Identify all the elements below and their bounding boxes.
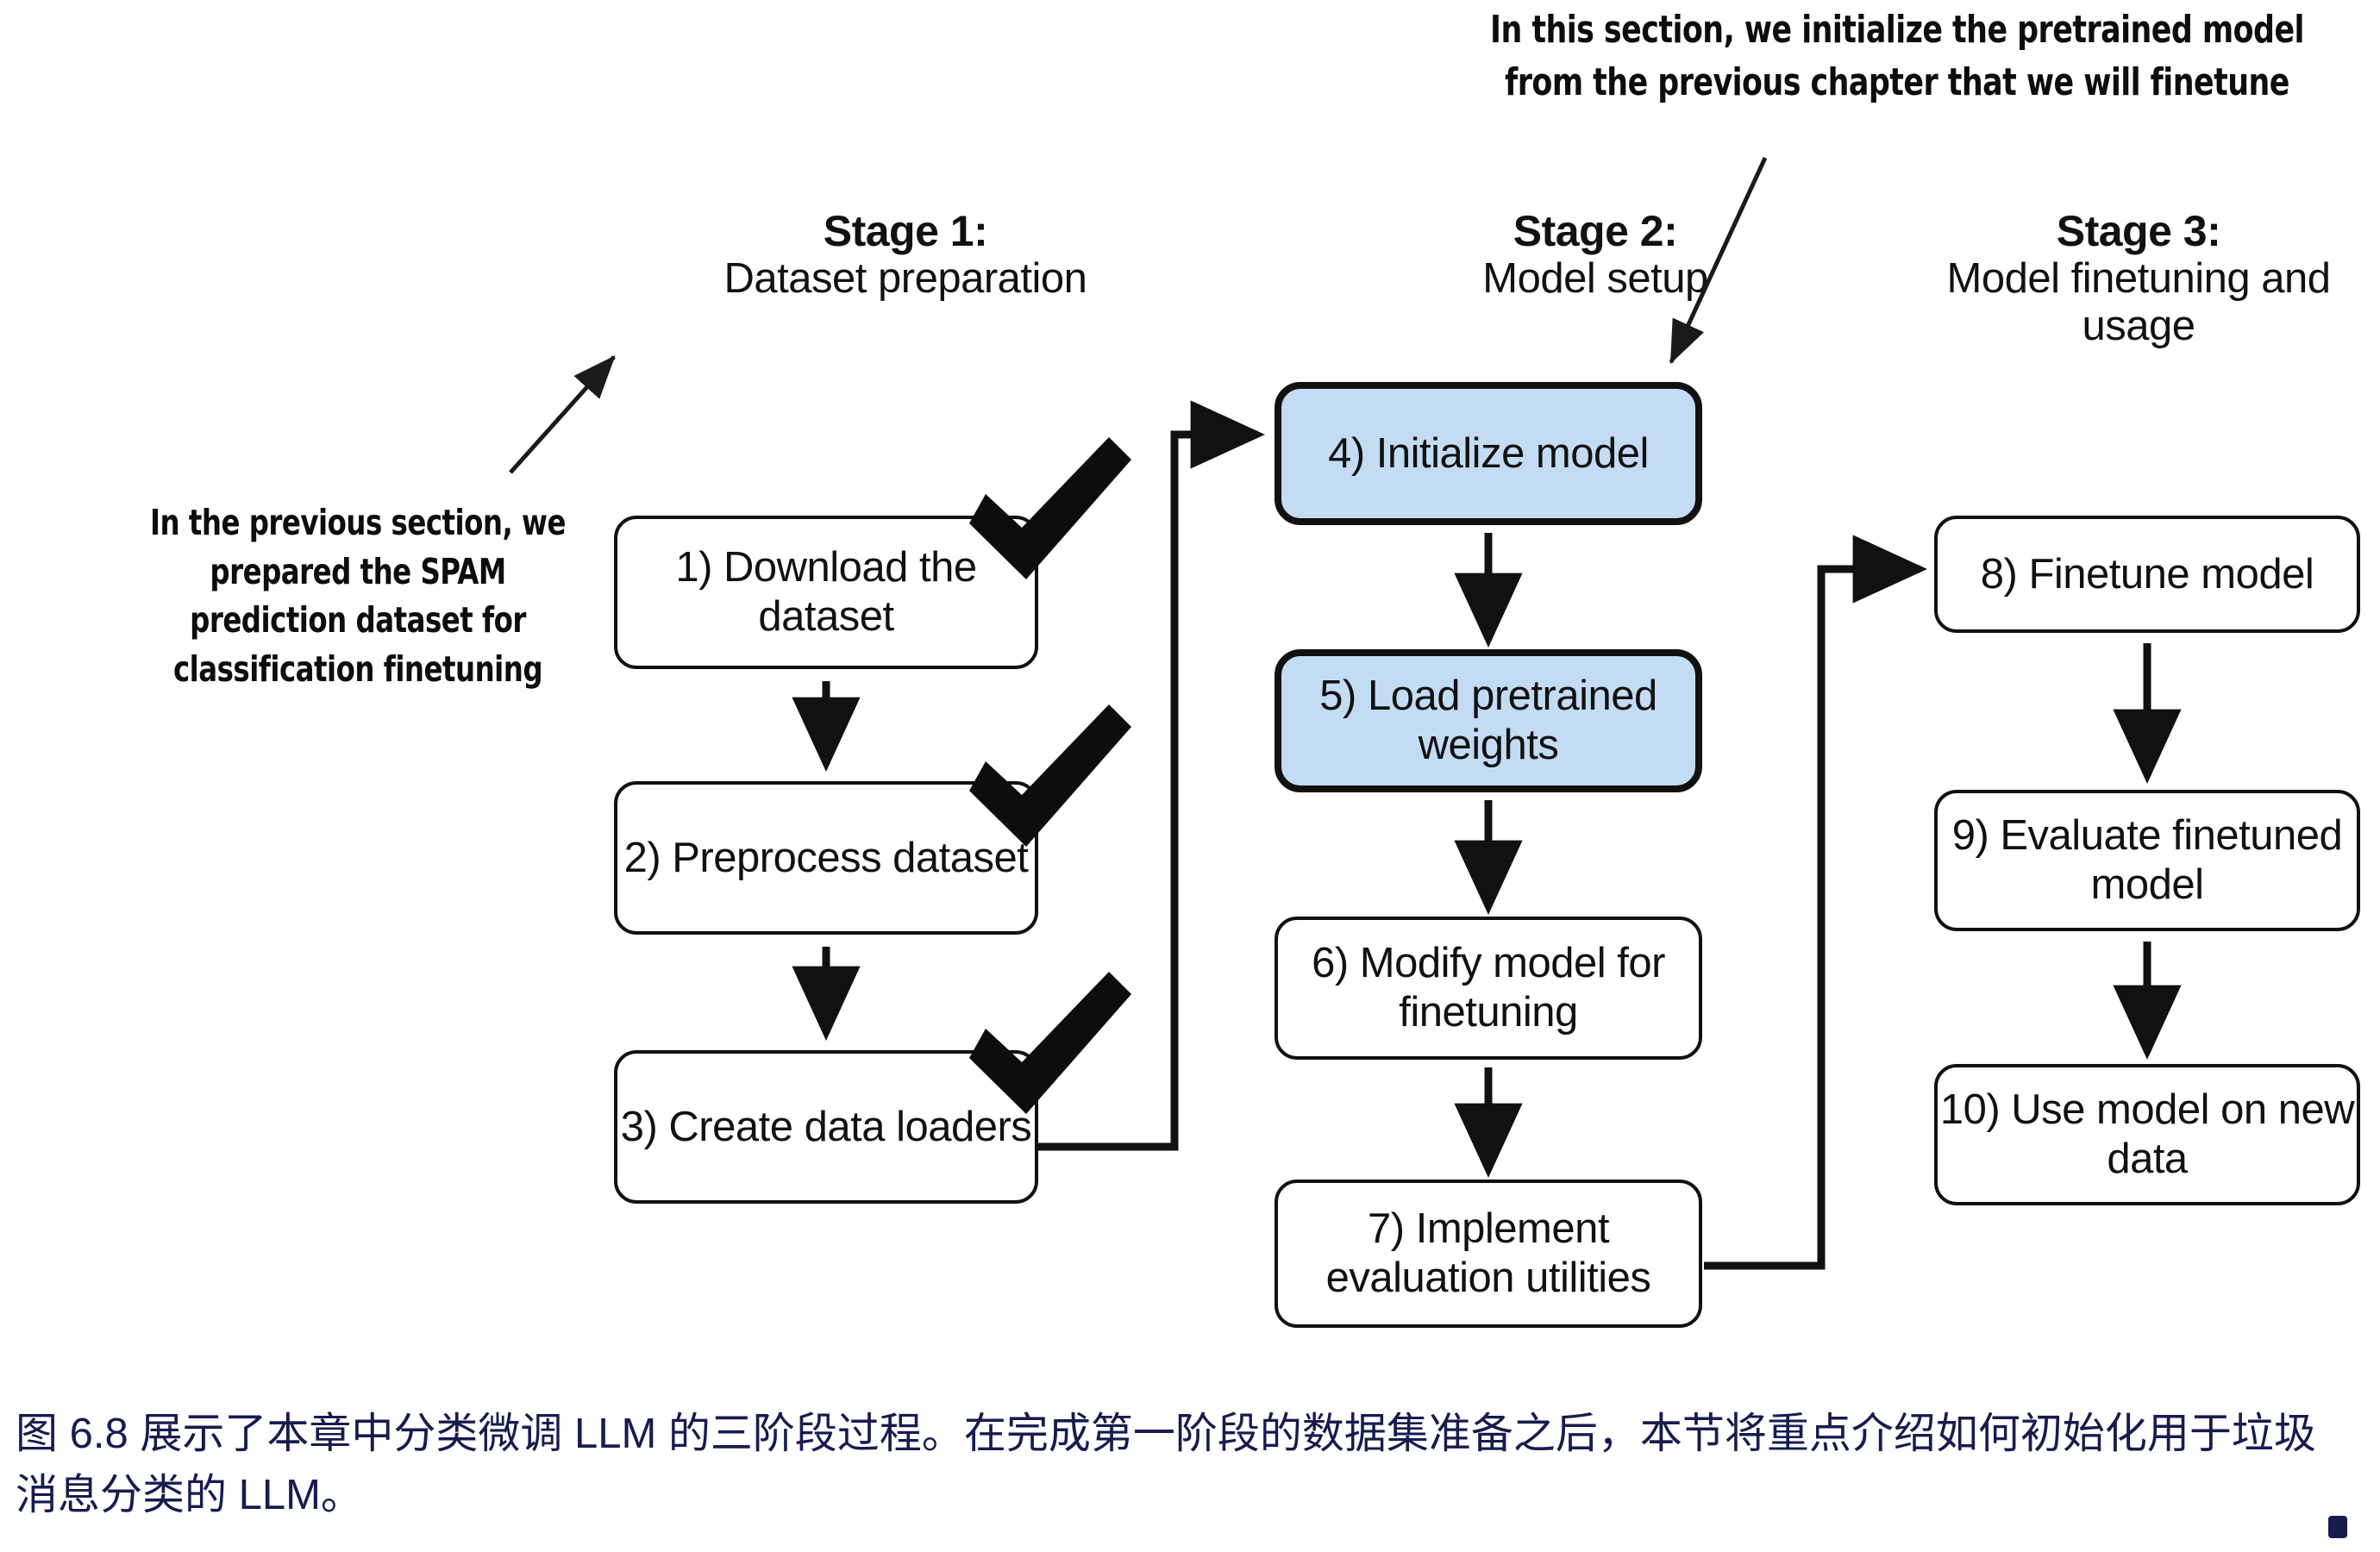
figure-caption: 图 6.8 展示了本章中分类微调 LLM 的三阶段过程。在完成第一阶段的数据集准… [16,1411,2316,1519]
stage-1-title: Stage 1: [823,207,988,255]
step-box-5[interactable]: 5) Load pretrained weights [1275,649,1702,792]
step-box-9[interactable]: 9) Evaluate finetuned model [1934,790,2360,931]
connector-stage2-to-stage8 [1704,535,1927,1270]
stage-3-title: Stage 3: [2056,207,2221,255]
connector-stage1-to-stage4 [1038,400,1265,1151]
stage-1-subtitle: Dataset preparation [723,255,1087,302]
stage-3-heading: Stage 3: Model finetuning and usage [1897,207,2380,350]
annotation-top-text: In this section, we initialize the pretr… [1490,8,2304,104]
step-box-3[interactable]: 3) Create data loaders [614,1050,1038,1204]
stage-2-heading: Stage 2: Model setup [1293,207,1897,303]
annotation-arrow-left [509,355,616,474]
step-box-6[interactable]: 6) Modify model for finetuning [1275,917,1702,1060]
step-box-2[interactable]: 2) Preprocess dataset [614,781,1038,935]
text-cursor-marker [2328,1516,2347,1538]
step-box-7[interactable]: 7) Implement evaluation utilities [1275,1180,1702,1328]
step-box-8[interactable]: 8) Finetune model [1934,516,2360,633]
annotation-left-text: In the previous section, we prepared the… [149,502,567,690]
stage-2-title: Stage 2: [1513,207,1678,255]
step-box-10[interactable]: 10) Use model on new data [1934,1064,2360,1205]
step-box-4[interactable]: 4) Initialize model [1275,382,1702,525]
stage-2-subtitle: Model setup [1482,255,1708,302]
stage-1-heading: Stage 1: Dataset preparation [604,207,1207,303]
stage-3-subtitle: Model finetuning and usage [1946,255,2331,349]
step-box-1[interactable]: 1) Download the dataset [614,516,1038,669]
